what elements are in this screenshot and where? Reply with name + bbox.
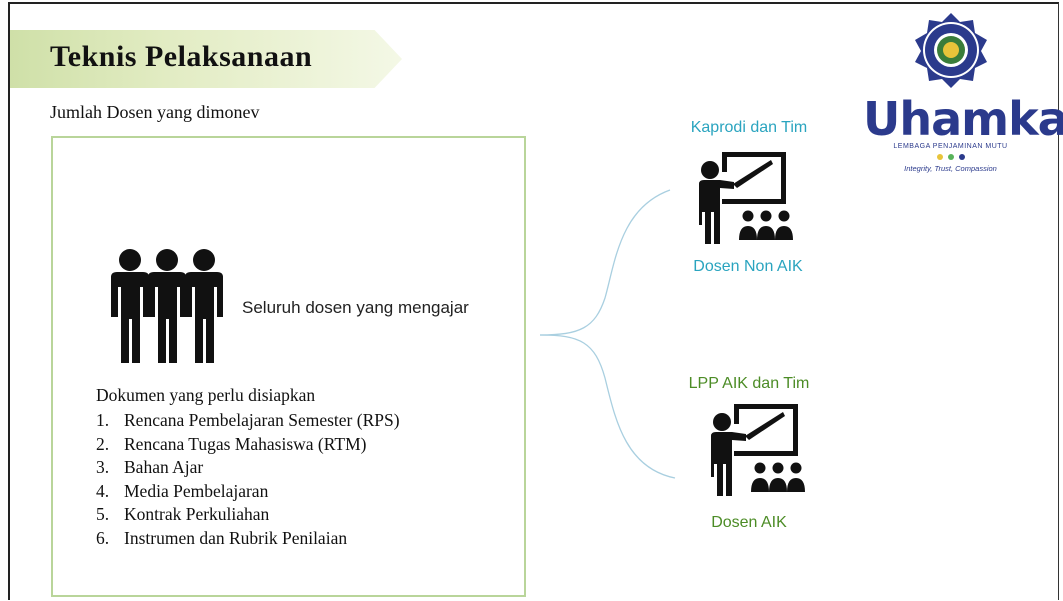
list-item: 3.Bahan Ajar — [96, 457, 204, 478]
slide-title: Teknis Pelaksanaan — [50, 40, 313, 73]
teacher-presentation-icon — [699, 152, 793, 244]
list-item: 1.Rencana Pembelajaran Semester (RPS) — [96, 410, 400, 430]
branch-group-label: Dosen AIK — [711, 514, 787, 531]
branch-team-label: Kaprodi dan Tim — [690, 119, 808, 136]
branch-group-label: Dosen Non AIK — [693, 258, 803, 275]
university-seal-icon — [915, 13, 987, 88]
list-item: 2.Rencana Tugas Mahasiswa (RTM) — [96, 433, 367, 454]
list-item: 6.Instrumen dan Rubrik Penilaian — [96, 527, 348, 548]
title-banner — [10, 30, 402, 88]
branch-team-label: LPP AIK dan Tim — [688, 375, 810, 392]
logo-tagline: Integrity, Trust, Compassion — [904, 164, 997, 173]
logo-dots-icon — [937, 154, 965, 160]
list-item: 5.Kontrak Perkuliahan — [96, 504, 270, 525]
people-label: Seluruh dosen yang mengajar — [242, 298, 469, 317]
branch-connector — [540, 189, 676, 479]
logo-unit-name: LEMBAGA PENJAMINAN MUTU — [893, 143, 1008, 150]
main-content-box — [51, 136, 526, 597]
slide-frame — [8, 2, 1059, 600]
documents-list: 1.Rencana Pembelajaran Semester (RPS) 2.… — [96, 410, 400, 552]
teacher-presentation-icon — [711, 404, 805, 496]
uhamka-logo: Uhamka LEMBAGA PENJAMINAN MUTU Integrity… — [863, 12, 1063, 182]
logo-wordmark: Uhamka — [863, 92, 1063, 146]
documents-heading: Dokumen yang perlu disiapkan — [96, 385, 316, 405]
group-of-people-icon — [111, 249, 223, 363]
slide-subtitle: Jumlah Dosen yang dimonev — [50, 102, 260, 122]
list-item: 4.Media Pembelajaran — [96, 480, 269, 501]
